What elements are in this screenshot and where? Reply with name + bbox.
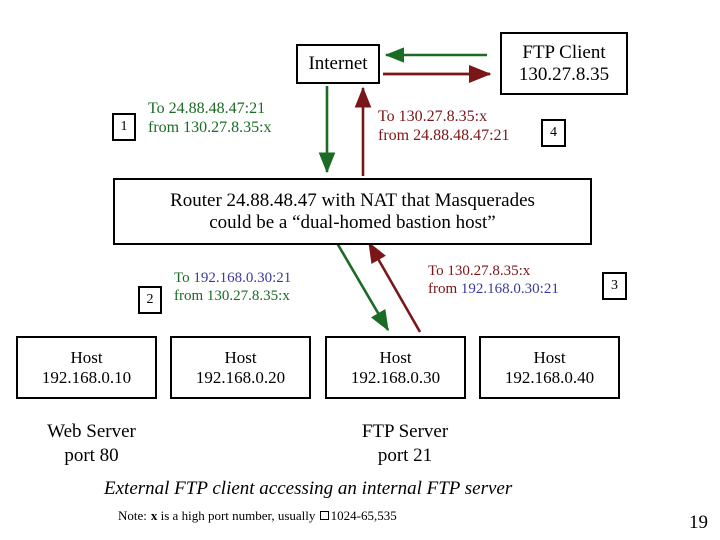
step-number-1-label: 1 — [120, 119, 128, 134]
web-server-port: port 80 — [64, 445, 119, 467]
packet-2-to-line: To 192.168.0.30:21 — [174, 270, 291, 288]
host-ip: 192.168.0.40 — [504, 367, 595, 387]
internet-label: Internet — [308, 53, 368, 75]
web-server-caption: Web Server port 80 — [24, 420, 159, 469]
host-ip: 192.168.0.30 — [350, 367, 441, 387]
packet-4-to-value: 130.27.8.35:x — [398, 108, 488, 125]
node-router[interactable]: Router 24.88.48.47 with NAT that Masquer… — [113, 178, 592, 245]
node-host-192-168-0-40[interactable]: Host 192.168.0.40 — [479, 336, 620, 399]
packet-1-to-value: 24.88.48.47:21 — [168, 100, 266, 117]
packet-1-from-line: from 130.27.8.35:x — [148, 119, 272, 138]
host-label: Host — [224, 348, 257, 368]
packet-3-from-value: 192.168.0.30:21 — [460, 280, 559, 297]
arrow-host-to-router — [367, 241, 422, 333]
node-host-192-168-0-20[interactable]: Host 192.168.0.20 — [170, 336, 311, 399]
packet-4-from-line: from 24.88.48.47:21 — [378, 127, 510, 146]
note-prefix: Note: — [118, 508, 147, 523]
packet-label-3: To 130.27.8.35:x from 192.168.0.30:21 — [428, 263, 559, 298]
ftp-client-ip: 130.27.8.35 — [518, 63, 610, 85]
packet-3-from-prefix: from — [428, 280, 461, 297]
note-range: 1024-65,535 — [330, 508, 397, 523]
packet-4-from-prefix: from — [378, 126, 414, 144]
packet-3-to-prefix: To — [428, 263, 448, 279]
ftp-server-title: FTP Server — [361, 421, 449, 442]
packet-3-to-line: To 130.27.8.35:x — [428, 263, 559, 281]
host-label: Host — [379, 348, 412, 368]
host-ip: 192.168.0.10 — [41, 367, 132, 387]
packet-1-to-prefix: To — [148, 100, 169, 117]
page-number: 19 — [689, 512, 708, 533]
step-number-2: 2 — [138, 286, 162, 314]
step-number-2-label: 2 — [146, 292, 154, 307]
packet-2-to-value: 192.168.0.30:21 — [193, 270, 292, 286]
step-number-3: 3 — [602, 272, 627, 300]
host-ip: 192.168.0.20 — [195, 367, 286, 387]
step-number-4: 4 — [541, 119, 566, 147]
router-line-2: could be a “dual-homed bastion host” — [209, 211, 496, 233]
packet-4-from-value: 24.88.48.47:21 — [413, 126, 510, 144]
missing-glyph-icon — [319, 511, 329, 520]
packet-1-from-prefix: from — [148, 118, 184, 136]
router-line-1: Router 24.88.48.47 with NAT that Masquer… — [170, 190, 535, 212]
node-internet[interactable]: Internet — [296, 44, 380, 84]
node-host-192-168-0-10[interactable]: Host 192.168.0.10 — [16, 336, 157, 399]
host-label: Host — [70, 348, 103, 368]
ftp-server-port: port 21 — [377, 445, 433, 467]
arrow-router-to-host — [335, 242, 390, 332]
note-x-symbol: x — [150, 508, 158, 523]
packet-4-to-line: To 130.27.8.35:x — [378, 108, 510, 127]
packet-2-from-prefix: from — [174, 287, 207, 304]
figure-caption: External FTP client accessing an interna… — [104, 478, 513, 499]
host-label: Host — [533, 348, 566, 368]
node-host-192-168-0-30[interactable]: Host 192.168.0.30 — [325, 336, 466, 399]
note-middle: is a high port number, usually — [157, 508, 319, 523]
packet-3-from-line: from 192.168.0.30:21 — [428, 281, 559, 299]
packet-2-to-prefix: To — [174, 270, 194, 286]
packet-2-from-value: 130.27.8.35:x — [206, 287, 290, 304]
note-line: Note:x is a high port number, usually 10… — [118, 508, 397, 524]
node-ftp-client[interactable]: FTP Client 130.27.8.35 — [500, 32, 628, 95]
packet-label-1: To 24.88.48.47:21 from 130.27.8.35:x — [148, 100, 272, 138]
packet-label-4: To 130.27.8.35:x from 24.88.48.47:21 — [378, 108, 510, 146]
packet-2-from-line: from 130.27.8.35:x — [174, 288, 291, 306]
step-number-1: 1 — [112, 113, 136, 141]
ftp-client-title: FTP Client — [522, 42, 606, 64]
web-server-title: Web Server — [47, 421, 136, 442]
packet-4-to-prefix: To — [378, 108, 399, 125]
packet-3-to-value: 130.27.8.35:x — [447, 263, 531, 279]
step-number-3-label: 3 — [611, 278, 618, 293]
ftp-server-caption: FTP Server port 21 — [330, 420, 480, 469]
packet-1-from-value: 130.27.8.35:x — [183, 118, 272, 136]
step-number-4-label: 4 — [550, 125, 557, 140]
packet-1-to-line: To 24.88.48.47:21 — [148, 100, 272, 119]
packet-label-2: To 192.168.0.30:21 from 130.27.8.35:x — [174, 270, 291, 305]
